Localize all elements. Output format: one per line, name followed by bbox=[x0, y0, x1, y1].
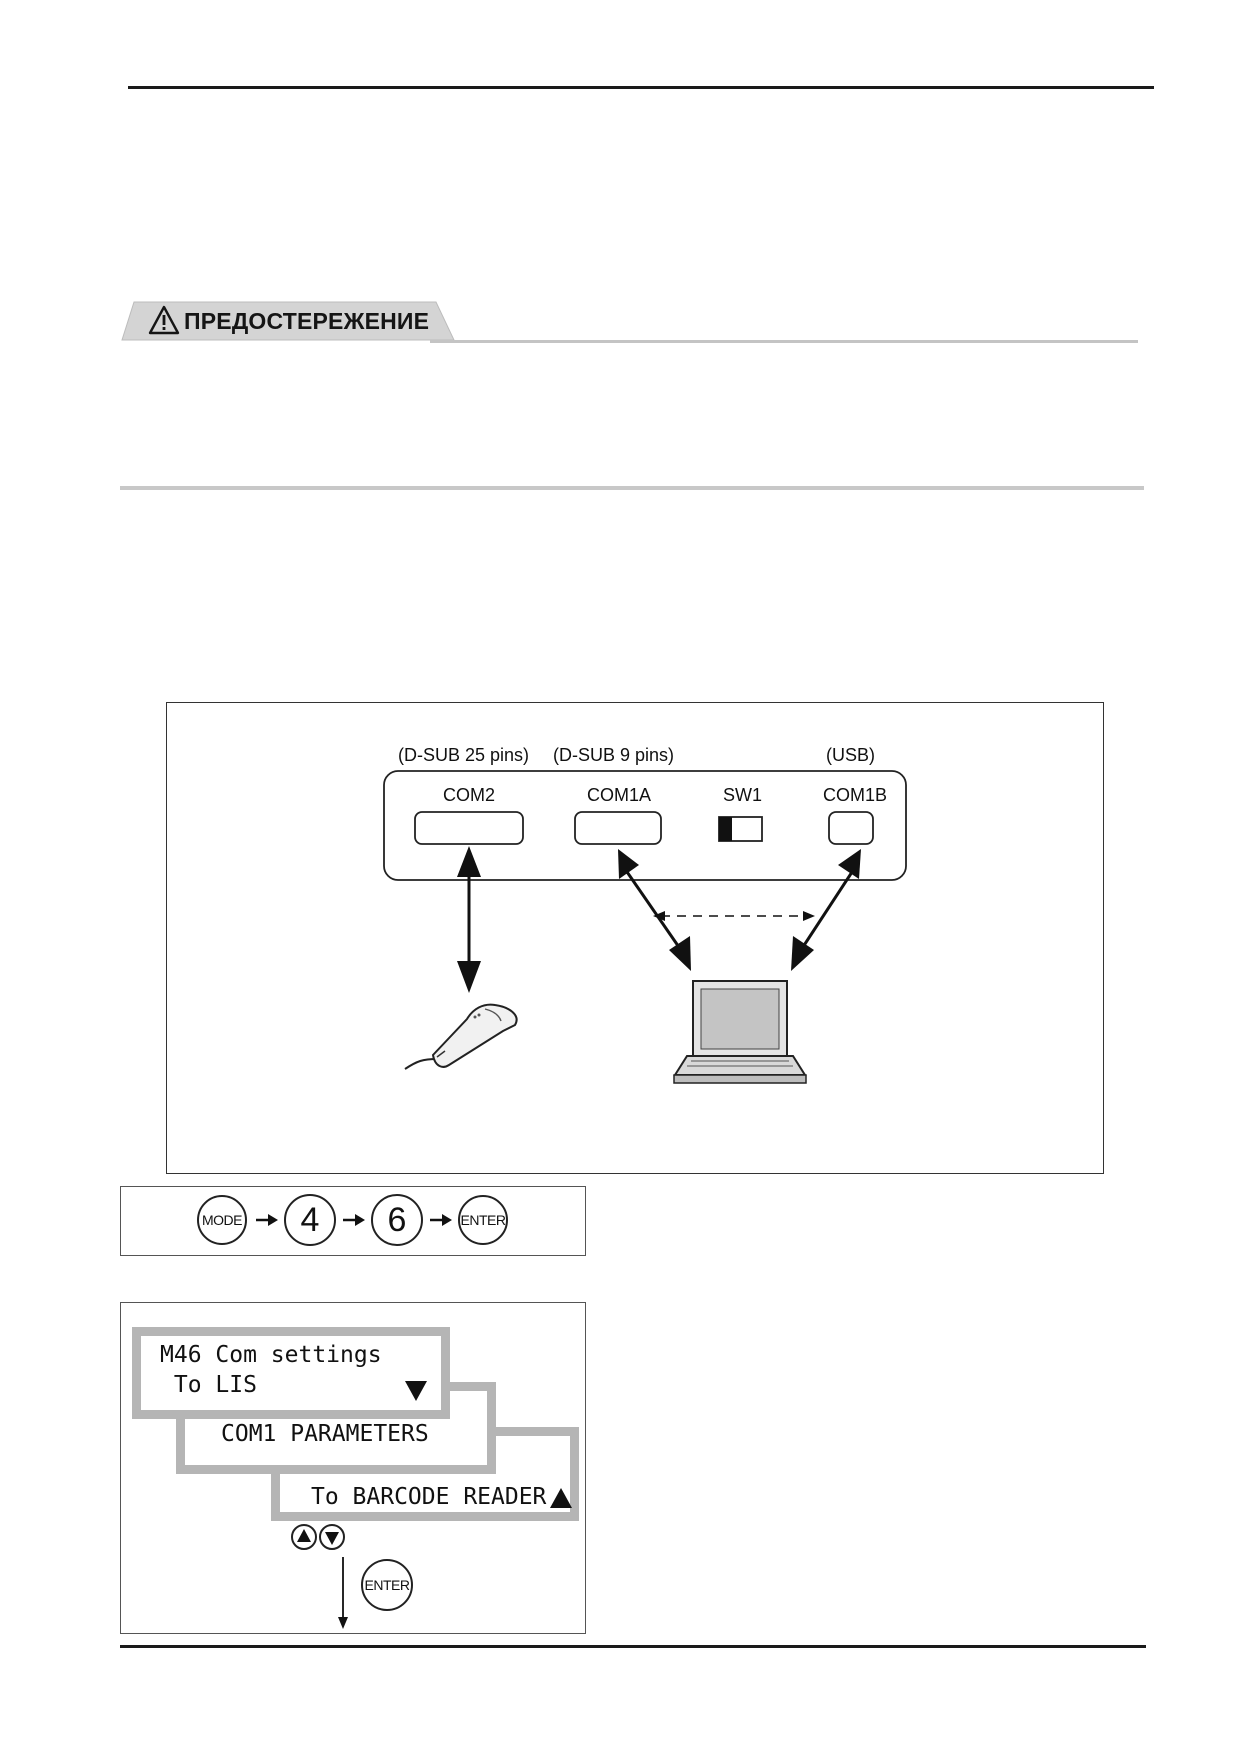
caution-underline bbox=[430, 340, 1138, 343]
diagram-drawing bbox=[383, 770, 907, 1084]
sequence-arrow-icon bbox=[256, 1214, 278, 1226]
key-6: 6 bbox=[371, 1194, 423, 1246]
caution-title: ПРЕДОСТЕРЕЖЕНИЕ bbox=[184, 308, 430, 334]
footer-rule bbox=[120, 1645, 1146, 1648]
lcd-sequence-box: To BARCODE READER COM1 PARAMETERS M46 Co… bbox=[120, 1302, 586, 1634]
key-4: 4 bbox=[284, 1194, 336, 1246]
sequence-arrow-icon bbox=[430, 1214, 452, 1226]
header-rule bbox=[128, 86, 1154, 89]
mode-key: MODE bbox=[197, 1195, 247, 1245]
lcd-screen-3-line-1: To BARCODE READER bbox=[311, 1484, 547, 1510]
up-arrow-key-icon bbox=[291, 1524, 317, 1550]
laptop-icon bbox=[673, 980, 807, 1084]
barcode-reader-icon bbox=[404, 1003, 518, 1070]
sw1-switch-lever bbox=[719, 817, 732, 841]
navigation-keys bbox=[291, 1524, 348, 1629]
com1b-label: COM1B bbox=[823, 785, 888, 805]
caution-end-rule bbox=[120, 486, 1144, 490]
lcd-screen-2-line-1: COM1 PARAMETERS bbox=[221, 1421, 429, 1447]
lcd-screen-1: M46 Com settings To LIS bbox=[132, 1327, 450, 1419]
com2-type-label: (D-SUB 25 pins) bbox=[398, 745, 530, 765]
enter-key: ENTER bbox=[458, 1195, 508, 1245]
com1a-port bbox=[574, 811, 662, 845]
com1a-label: COM1A bbox=[587, 785, 652, 805]
com2-to-reader-arrow bbox=[457, 846, 481, 993]
lcd-screen-1-line-2: To LIS bbox=[160, 1372, 257, 1398]
connection-diagram: (D-SUB 25 pins) (D-SUB 9 pins) (USB) COM… bbox=[166, 702, 1104, 1174]
com2-port bbox=[414, 811, 524, 845]
sw1-label: SW1 bbox=[723, 785, 763, 805]
down-triangle-icon bbox=[405, 1381, 427, 1401]
com1b-to-laptop-arrow bbox=[791, 849, 861, 971]
alternate-connection-dashed-arrow bbox=[653, 911, 815, 921]
warning-triangle-icon bbox=[148, 305, 180, 335]
down-arrow-key-icon bbox=[319, 1524, 345, 1550]
up-triangle-icon bbox=[550, 1488, 572, 1508]
sequence-arrow-icon bbox=[343, 1214, 365, 1226]
down-flow-arrow bbox=[338, 1557, 348, 1629]
com1b-type-label: (USB) bbox=[826, 745, 875, 765]
com1b-port bbox=[828, 811, 874, 845]
key-sequence-box: MODE 4 6 ENTER bbox=[120, 1186, 586, 1256]
com1a-to-laptop-arrow bbox=[618, 849, 691, 971]
com2-label: COM2 bbox=[443, 785, 496, 805]
enter-key-lcd: ENTER bbox=[361, 1559, 413, 1611]
com1a-type-label: (D-SUB 9 pins) bbox=[553, 745, 675, 765]
lcd-screen-1-line-1: M46 Com settings bbox=[160, 1342, 382, 1368]
